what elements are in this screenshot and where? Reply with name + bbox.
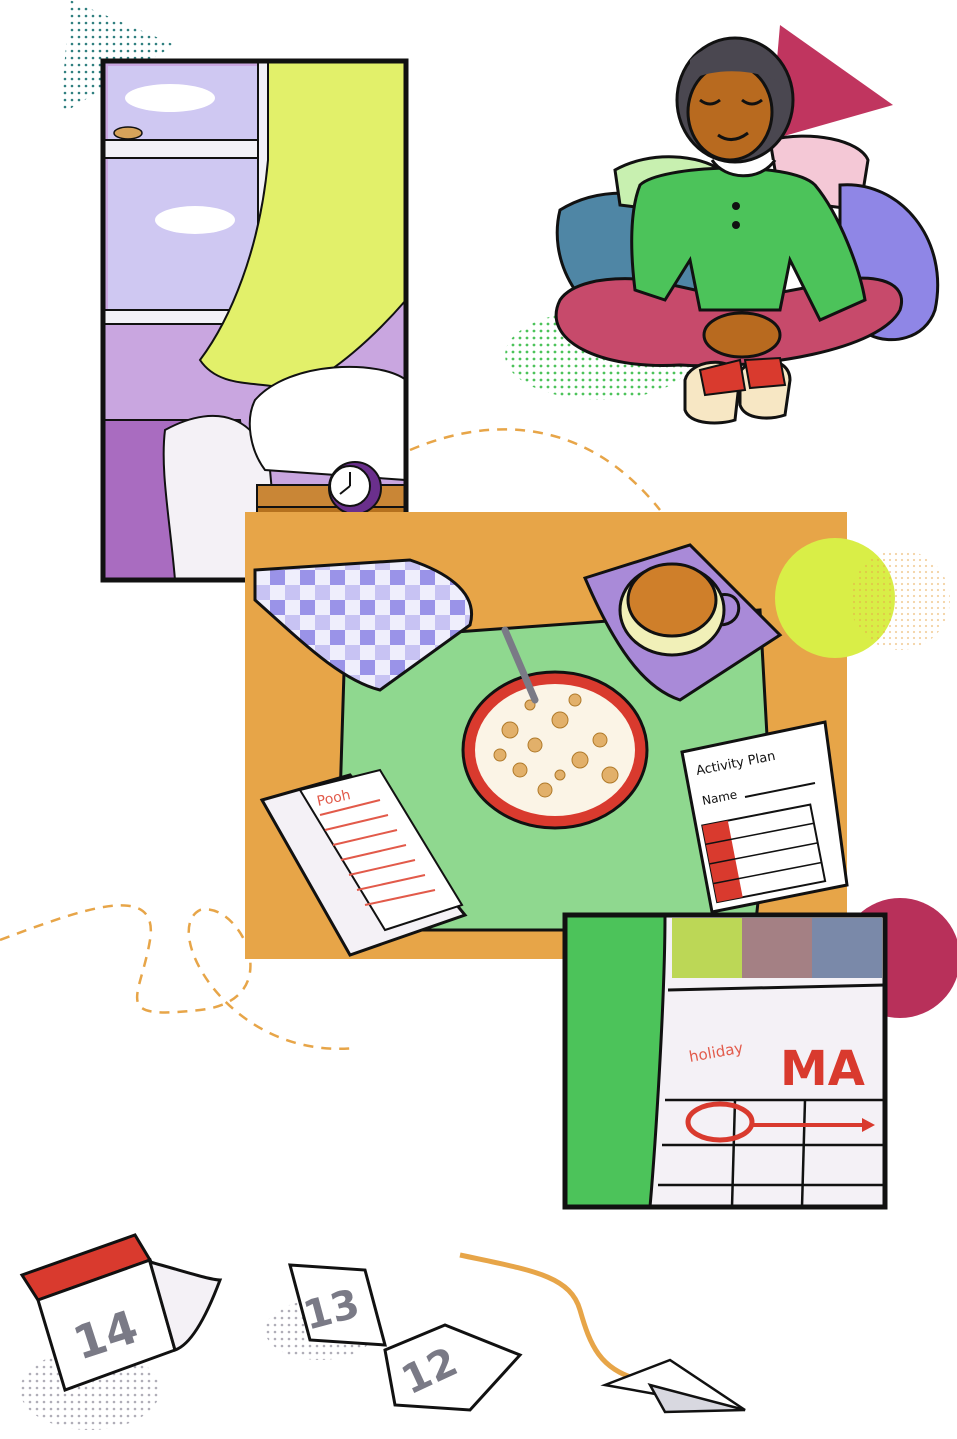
- paper-plane-trail: [459, 1252, 641, 1383]
- paper-plane-icon: [600, 1358, 746, 1414]
- alarm-clock-icon: [328, 461, 382, 515]
- activity-plan-name-label: Name: [701, 787, 738, 807]
- dashed-path-decoration: [0, 428, 661, 1050]
- spoon: [501, 626, 539, 704]
- calendar-month: MA: [780, 1041, 865, 1097]
- breakfast-table-scene: Pooh Activity Plan Name: [245, 512, 950, 959]
- curtain: [198, 60, 407, 392]
- dotted-triangle-decoration: [60, 0, 175, 115]
- notebook-pooh: Pooh: [259, 768, 468, 957]
- magenta-triangle-decoration: [770, 25, 893, 140]
- tear-off-calendar: 14 13 12: [19, 1233, 523, 1430]
- calendar-panel: holiday MA: [562, 898, 957, 1210]
- person-meditating-illustration: [505, 25, 940, 425]
- activity-plan-sheet: Activity Plan Name: [680, 720, 849, 914]
- notebook-title: Pooh: [316, 787, 353, 810]
- bedroom-panel: [100, 58, 409, 583]
